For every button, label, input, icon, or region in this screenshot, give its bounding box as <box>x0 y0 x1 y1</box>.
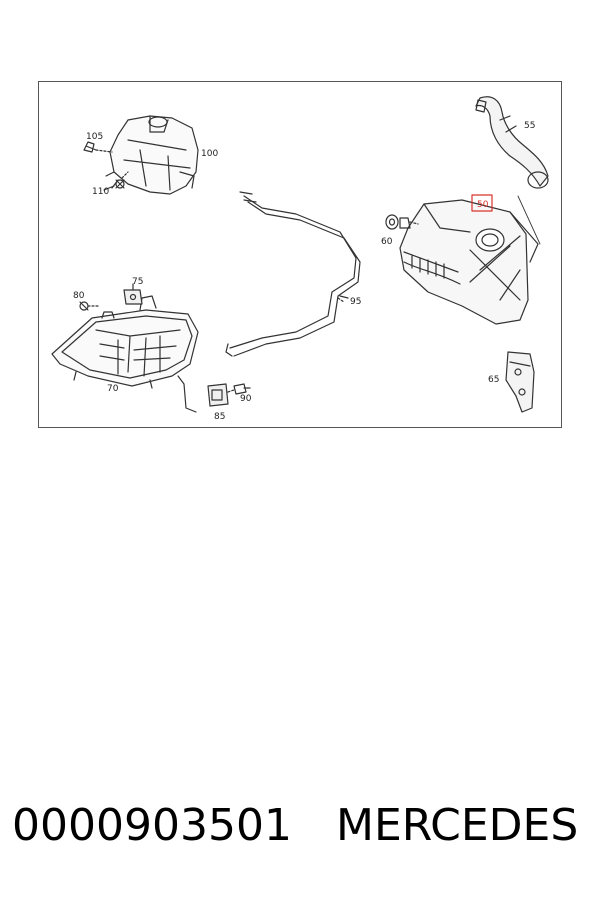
label-110: 110 <box>92 187 109 197</box>
part-number: 0000903501 <box>12 800 292 851</box>
screw-80-drawing <box>79 301 101 311</box>
brand-name: MERCEDES <box>336 800 579 851</box>
label-90: 90 <box>240 394 252 404</box>
label-75: 75 <box>132 277 143 287</box>
connector-85-drawing <box>207 383 229 407</box>
highlight-box-50 <box>471 194 493 212</box>
air-filter-housing-drawing <box>399 195 541 325</box>
grommet-60-drawing <box>385 214 419 230</box>
nut-110-drawing <box>103 171 129 191</box>
bulb-90-drawing <box>227 383 251 395</box>
hose-55-drawing <box>475 96 549 189</box>
headlamp-70-drawing <box>51 295 199 413</box>
expansion-tank-drawing <box>105 115 199 195</box>
label-70: 70 <box>107 384 119 394</box>
label-85: 85 <box>214 412 225 422</box>
label-50: 50 <box>477 200 489 210</box>
label-55: 55 <box>524 121 535 131</box>
clip-75-drawing <box>123 283 143 305</box>
label-100: 100 <box>201 149 218 159</box>
label-95: 95 <box>350 297 361 307</box>
label-60: 60 <box>381 237 393 247</box>
heater-tube-95-drawing <box>225 191 361 357</box>
label-80: 80 <box>73 291 85 301</box>
caption: 0000903501 MERCEDES <box>0 800 600 860</box>
label-105: 105 <box>86 132 103 142</box>
label-65: 65 <box>488 375 499 385</box>
bracket-65-drawing <box>505 351 535 413</box>
bolt-105-drawing <box>83 141 113 153</box>
